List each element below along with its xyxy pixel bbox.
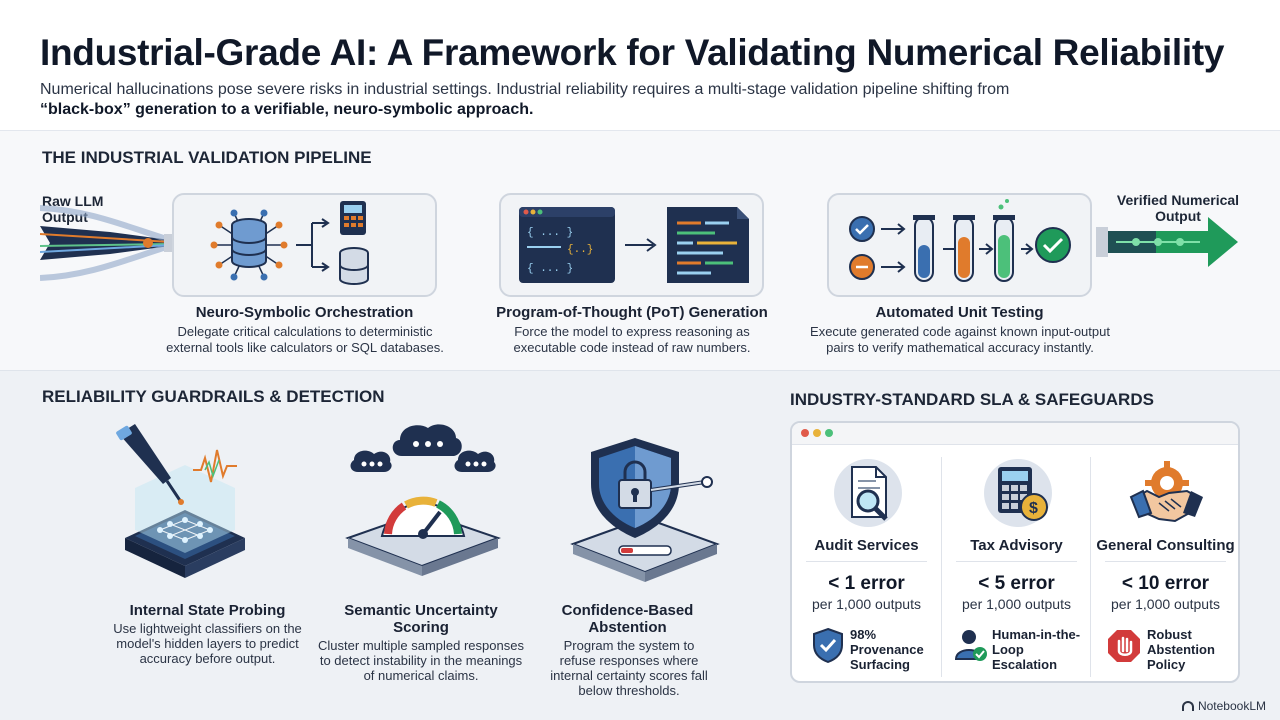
- guardrail-desc-probing: Use lightweight classifiers on the model…: [113, 621, 302, 666]
- svg-text:{ ... }: { ... }: [527, 227, 573, 239]
- svg-text:{..}: {..}: [567, 244, 593, 256]
- guardrail-desc-uncertainty: Cluster multiple sampled responses to de…: [318, 638, 524, 683]
- sla-separator: [1105, 561, 1226, 562]
- brand-name: NotebookLM: [1197, 699, 1266, 713]
- sla-column-tax: $ Tax Advisory < 5 error per 1,000 outpu…: [942, 447, 1091, 681]
- output-arrow-icon: [1096, 217, 1238, 267]
- guardrails-section-title: RELIABILITY GUARDRAILS & DETECTION: [42, 387, 385, 406]
- test-tubes-icon: [849, 199, 1071, 282]
- uncertainty-gauge-icon: [345, 424, 501, 576]
- sla-sub-audit: per 1,000 outputs: [812, 596, 921, 612]
- sla-separator: [956, 561, 1077, 562]
- database-tools-icon: [210, 201, 369, 285]
- svg-text:$: $: [1029, 500, 1038, 517]
- window-dot-green: [825, 429, 833, 437]
- sla-safeguard-audit: 98% Provenance Surfacing: [850, 627, 924, 672]
- header: Industrial-Grade AI: A Framework for Val…: [0, 0, 1280, 130]
- guardrail-title-uncertainty: Semantic Uncertainty Scoring: [344, 602, 498, 636]
- window-dot-red: [801, 429, 809, 437]
- sla-card: Audit Services < 1 error per 1,000 outpu…: [790, 421, 1240, 683]
- stage-title-orchestration: Neuro-Symbolic Orchestration: [195, 304, 414, 321]
- sla-column-divider: [1090, 457, 1091, 677]
- sla-metric-consulting: < 10 error: [1121, 573, 1210, 594]
- stage-title-pot: Program-of-Thought (PoT) Generation: [496, 304, 768, 321]
- notebooklm-logo-icon: [1181, 701, 1194, 711]
- shield-check-icon: [813, 627, 843, 663]
- pipeline-section-title: THE INDUSTRIAL VALIDATION PIPELINE: [42, 148, 372, 167]
- output-label: Verified Numerical Output: [1116, 192, 1240, 224]
- sla-name-consulting: General Consulting: [1096, 537, 1235, 554]
- sla-metric-audit: < 1 error: [828, 573, 905, 594]
- sla-sub-consulting: per 1,000 outputs: [1111, 596, 1220, 612]
- guardrail-desc-abstention: Program the system to refuse responses w…: [550, 638, 708, 698]
- stage-card-pot: { ... } {..} { ... }: [499, 193, 764, 297]
- stage-desc-orchestration: Delegate critical calculations to determ…: [166, 324, 444, 355]
- sla-metric-tax: < 5 error: [978, 573, 1055, 594]
- sla-safeguard-consulting: Robust Abstention Policy: [1147, 627, 1215, 672]
- brand-watermark: NotebookLM: [1181, 699, 1266, 713]
- stage-card-testing: [827, 193, 1092, 297]
- page-title: Industrial-Grade AI: A Framework for Val…: [40, 32, 1225, 73]
- sla-name-audit: Audit Services: [814, 537, 919, 554]
- stage-desc-pot: Force the model to express reasoning as …: [513, 324, 751, 355]
- stage-card-orchestration: [172, 193, 437, 297]
- calculator-coin-icon: $: [984, 459, 1052, 527]
- svg-text:{ ... }: { ... }: [527, 263, 573, 275]
- sla-column-audit: Audit Services < 1 error per 1,000 outpu…: [792, 447, 941, 681]
- shield-lock-icon: [570, 438, 720, 582]
- guardrail-title-abstention: Confidence-Based Abstention: [561, 602, 694, 636]
- sla-column-consulting: General Consulting < 10 error per 1,000 …: [1091, 447, 1238, 681]
- person-check-icon: [954, 630, 987, 661]
- input-stream-icon: [40, 205, 174, 281]
- stage-title-testing: Automated Unit Testing: [875, 304, 1044, 321]
- sla-safeguard-tax: Human-in-the-Loop Escalation: [992, 627, 1081, 672]
- sla-section-title: INDUSTRY-STANDARD SLA & SAFEGUARDS: [790, 390, 1154, 409]
- sla-column-divider: [941, 457, 942, 677]
- subtitle-bold-text: “black-box” generation to a verifiable, …: [40, 101, 534, 118]
- stage-desc-testing: Execute generated code against known inp…: [810, 324, 1110, 355]
- sla-name-tax: Tax Advisory: [970, 537, 1063, 554]
- neural-probe-icon: [116, 424, 245, 578]
- sla-separator: [806, 561, 927, 562]
- stop-hand-icon: [1108, 630, 1140, 662]
- page-subtitle: Numerical hallucinations pose severe ris…: [40, 80, 1040, 120]
- document-magnifier-icon: [834, 459, 902, 527]
- subtitle-text: Numerical hallucinations pose severe ris…: [40, 81, 1010, 98]
- guardrail-title-probing: Internal State Probing: [129, 602, 286, 619]
- sla-sub-tax: per 1,000 outputs: [962, 596, 1071, 612]
- sla-window-bar: [792, 423, 1238, 445]
- handshake-gear-icon: [1129, 461, 1203, 523]
- code-window-icon: { ... } {..} { ... }: [519, 207, 749, 283]
- window-dot-yellow: [813, 429, 821, 437]
